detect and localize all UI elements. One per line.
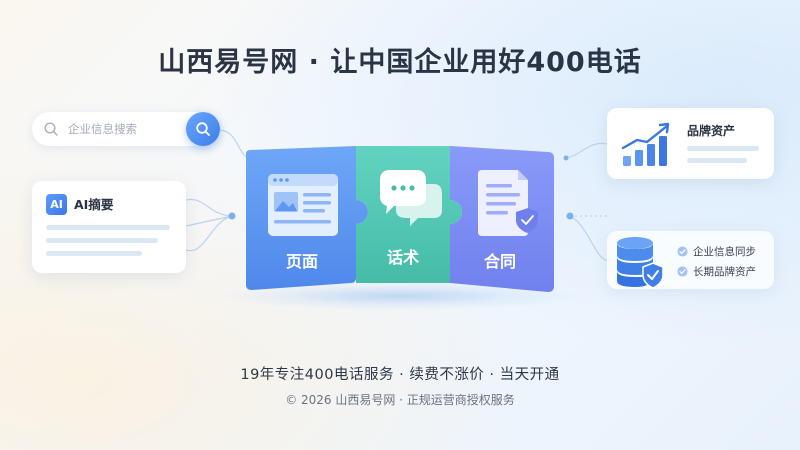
brand-assets-label: 品牌资产 xyxy=(687,124,736,138)
check-circle-icon xyxy=(677,265,688,277)
puzzle-graphic xyxy=(246,146,554,292)
text-line-placeholder xyxy=(687,158,747,163)
contract-icon xyxy=(478,170,538,236)
sync-item: 长期品牌资产 xyxy=(677,264,756,278)
database-shield-icon xyxy=(617,237,664,289)
ai-summary-card[interactable]: AI AI摘要 xyxy=(32,181,186,273)
search-button[interactable] xyxy=(186,112,220,146)
webpage-icon xyxy=(268,174,338,236)
search-icon xyxy=(196,122,210,136)
text-line-placeholder xyxy=(687,146,759,151)
text-line-placeholder xyxy=(46,238,158,243)
chat-bubbles-icon xyxy=(380,170,442,226)
ai-summary-title: AI摘要 xyxy=(74,197,114,212)
puzzle-label-contract: 合同 xyxy=(483,252,516,271)
text-line-placeholder xyxy=(46,225,170,230)
ai-icon: AI xyxy=(46,194,67,215)
sync-item: 企业信息同步 xyxy=(677,244,756,258)
tagline: 19年专注400电话服务 · 续费不涨价 · 当天开通 xyxy=(240,367,560,383)
search-box[interactable] xyxy=(32,112,220,146)
brand-assets-card[interactable]: 品牌资产 xyxy=(607,108,774,179)
growth-chart-icon xyxy=(621,122,670,166)
page-title: 山西易号网 · 让中国企业用好400电话 xyxy=(158,47,642,78)
sync-item-label: 长期品牌资产 xyxy=(693,265,756,278)
search-icon xyxy=(44,122,58,136)
text-line-placeholder xyxy=(46,251,142,256)
info-sync-card[interactable]: 企业信息同步 长期品牌资产 xyxy=(607,231,774,289)
copyright: © 2026 山西易号网 · 正规运营商授权服务 xyxy=(285,393,515,407)
sync-item-label: 企业信息同步 xyxy=(693,245,756,258)
search-input[interactable] xyxy=(68,120,178,138)
puzzle-label-script: 话术 xyxy=(386,248,419,267)
check-circle-icon xyxy=(677,245,688,257)
puzzle-label-page: 页面 xyxy=(285,252,318,271)
